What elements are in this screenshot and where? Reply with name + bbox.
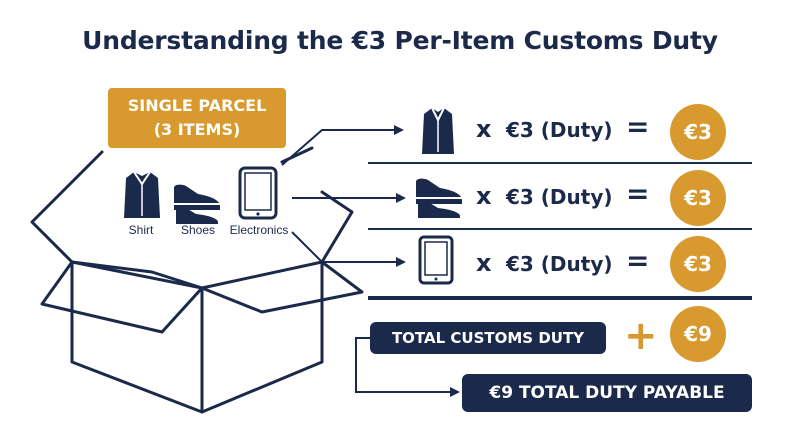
row-3-result-coin: €3 — [670, 236, 726, 292]
row-3-duty: €3 (Duty) — [506, 252, 613, 276]
row-1-shirt-icon — [422, 107, 454, 154]
row-2-duty: €3 (Duty) — [506, 185, 613, 209]
single-parcel-badge: SINGLE PARCEL (3 ITEMS) — [108, 88, 286, 148]
row-2-equals: = — [626, 177, 650, 210]
item-label-shirt: Shirt — [128, 223, 154, 237]
row-2-shoes-icon — [416, 178, 462, 218]
box-flap-front — [40, 260, 204, 334]
total-customs-duty-label: TOTAL CUSTOMS DUTY — [370, 322, 606, 354]
total-duty-coin: €9 — [670, 306, 726, 362]
row-3-equals: = — [626, 244, 650, 277]
shirt-icon — [124, 171, 160, 218]
item-label-electronics: Electronics — [229, 223, 289, 237]
arrow-total — [355, 337, 452, 393]
box-flap-right — [320, 190, 354, 264]
row-2-result-coin: €3 — [670, 170, 726, 226]
box-front-right — [200, 260, 324, 414]
box-flap-left-upper — [60, 150, 104, 194]
item-label-shoes: Shoes — [180, 223, 216, 237]
row-1-equals: = — [626, 110, 650, 143]
arrow-row-3 — [291, 231, 398, 263]
row-2-multiply: x — [476, 182, 492, 210]
row-1-multiply: x — [476, 115, 492, 143]
arrow-row-1 — [281, 129, 396, 166]
tablet-icon — [238, 166, 278, 220]
parcel-line-2: (3 ITEMS) — [153, 120, 241, 139]
arrowhead-total — [450, 387, 460, 397]
row-1-duty: €3 (Duty) — [506, 118, 613, 142]
page-title: Understanding the €3 Per-Item Customs Du… — [82, 26, 718, 55]
row-1-result-coin: €3 — [670, 104, 726, 160]
plus-sign: + — [624, 313, 658, 359]
arrowhead-row-1 — [394, 125, 404, 135]
arrowhead-row-3 — [396, 257, 406, 267]
arrowhead-row-2 — [396, 193, 406, 203]
box-front-left — [70, 260, 204, 414]
row-3-tablet-icon — [418, 235, 454, 285]
parcel-line-1: SINGLE PARCEL — [127, 96, 267, 115]
row-3-multiply: x — [476, 249, 492, 277]
shoes-icon — [174, 184, 220, 224]
total-duty-payable-badge: €9 TOTAL DUTY PAYABLE — [462, 374, 752, 412]
box-flap-right-lower — [200, 260, 364, 314]
box-flap-left-lower — [30, 190, 74, 264]
